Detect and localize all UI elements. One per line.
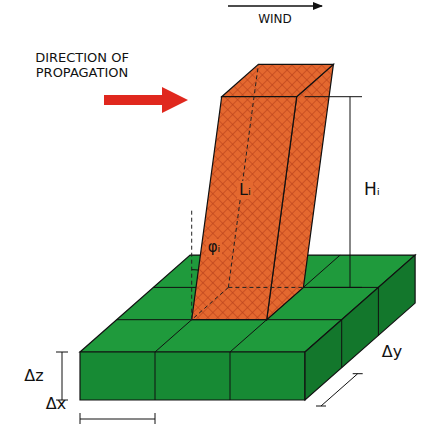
grid-front: [80, 352, 305, 400]
propagation-label: DIRECTION OF PROPAGATION: [23, 51, 141, 81]
length-label: Lᵢ: [237, 181, 253, 199]
cell-depth-label: Δz: [24, 367, 43, 385]
angle-label: φᵢ: [206, 239, 223, 256]
wind-label: WIND: [258, 13, 292, 27]
grid-side: [305, 255, 415, 400]
flame-prism: [192, 64, 334, 319]
height-label: Hᵢ: [364, 180, 380, 200]
cell-width-label: Δy: [382, 343, 402, 361]
cell-length-label: Δx: [46, 395, 66, 413]
